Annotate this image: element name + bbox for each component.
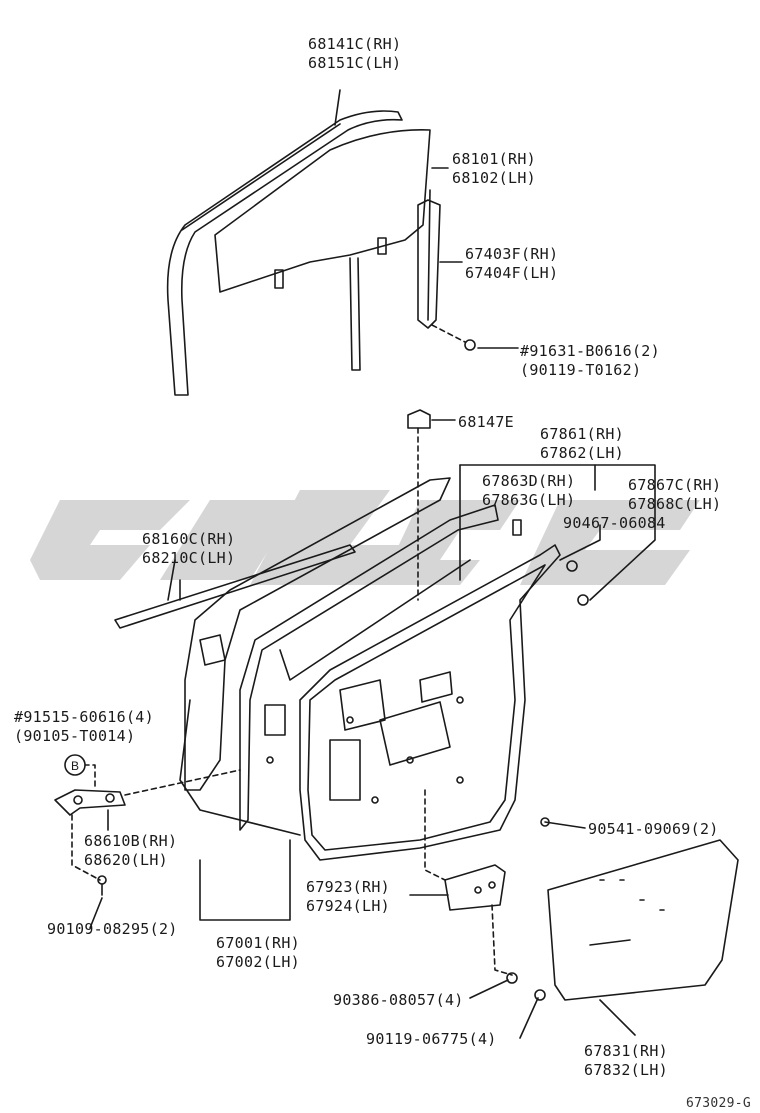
label-67831: 67831(RH)67832(LH) — [584, 1042, 668, 1079]
door-bracket — [444, 864, 506, 911]
label-90109: 90109-08295(2) — [47, 920, 178, 938]
label-67867c: 67867C(RH)67868C(LH) — [628, 476, 722, 513]
window-run-channel — [166, 110, 403, 396]
belt-moulding — [114, 544, 356, 629]
line-art — [54, 89, 739, 1039]
door-frame-strip — [239, 504, 499, 831]
label-67863d: 67863D(RH)67863G(LH) — [482, 472, 576, 509]
label-90541: 90541-09069(2) — [588, 820, 719, 838]
label-90119: 90119-06775(4) — [366, 1030, 497, 1048]
door-outer-panel — [184, 477, 451, 791]
label-90467: 90467-06084 — [563, 514, 666, 532]
label-68147e: 68147E — [458, 413, 514, 431]
label-90386: 90386-08057(4) — [333, 991, 464, 1009]
label-68160c: 68160C(RH)68210C(LH) — [142, 530, 236, 567]
label-67403f: 67403F(RH)67404F(LH) — [465, 245, 559, 282]
label-68101: 68101(RH)68102(LH) — [452, 150, 536, 187]
label-67923: 67923(RH)67924(LH) — [306, 878, 390, 915]
label-67861: 67861(RH)67862(LH) — [540, 425, 624, 462]
circle-b-marker: B — [64, 754, 86, 776]
service-hole-cover — [547, 839, 739, 1001]
label-91631: #91631-B0616(2)(90119-T0162) — [520, 342, 660, 379]
door-glass — [214, 129, 431, 293]
label-67001: 67001(RH)67002(LH) — [216, 934, 300, 971]
rear-channel — [417, 199, 441, 329]
label-68610b: 68610B(RH)68620(LH) — [84, 832, 178, 869]
door-check-hinge — [54, 789, 126, 816]
label-91515: #91515-60616(4)(90105-T0014) — [14, 708, 154, 745]
circle-b-letter: B — [71, 759, 79, 773]
label-68141c: 68141C(RH)68151C(LH) — [308, 35, 402, 72]
figure-id: 673029-G — [686, 1096, 752, 1111]
